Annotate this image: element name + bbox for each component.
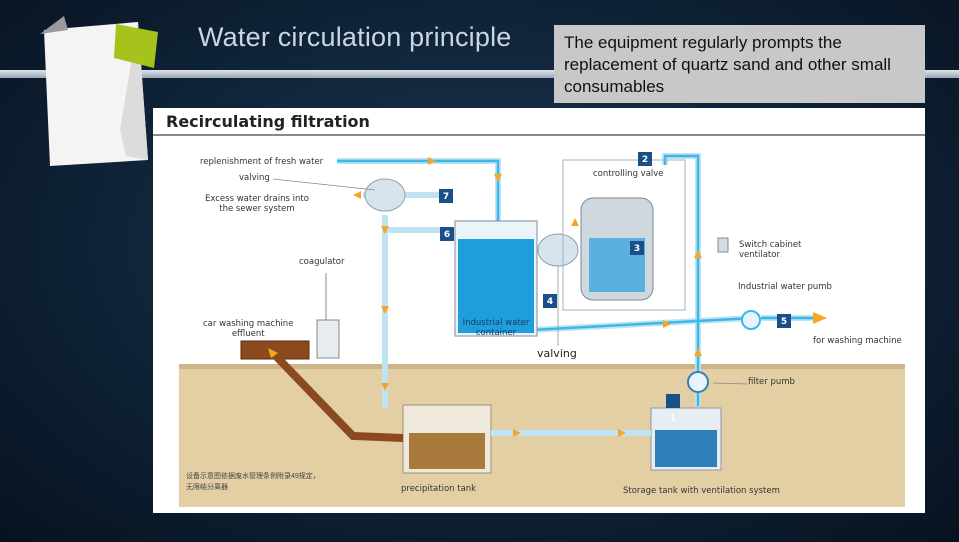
storage-tank-water (655, 430, 717, 467)
label-excess-water: Excess water drains into the sewer syste… (205, 194, 309, 214)
diagram-artwork: 1 2 3 4 5 6 7 (179, 152, 905, 507)
label-industrial-container: Industrial water container (462, 318, 530, 338)
heading-rule (153, 134, 925, 136)
step-badge-6: 6 (444, 230, 450, 240)
label-storage-tank: Storage tank with ventilation system (623, 486, 780, 496)
filter-housing-outline (562, 159, 686, 311)
valving-middle (537, 233, 579, 267)
label-washing-machine: for washing machine (813, 336, 902, 346)
step-badge-numbers: 1 2 3 4 5 6 7 (443, 155, 787, 424)
label-precipitation-tank: precipitation tank (401, 484, 477, 494)
label-controlling-valve: controlling valve (593, 169, 664, 179)
label-switch-cabinet: Switch cabinet ventilator (739, 240, 802, 260)
slide-header-band (0, 70, 959, 78)
step-badge-2: 2 (642, 155, 648, 165)
slide-title: Water circulation principle (198, 22, 512, 52)
step-badge-7: 7 (443, 192, 449, 202)
label-filter-pump: filter pumb (748, 377, 795, 387)
label-valving-top: valving (239, 173, 270, 183)
step-badge-3: 3 (634, 244, 640, 254)
diagram-heading: Recirculating filtration (166, 112, 370, 131)
valving-top (364, 178, 406, 212)
step-badge-5: 5 (781, 317, 787, 327)
step-badge-4: 4 (547, 297, 553, 307)
ground-surface (179, 364, 905, 369)
filter-pump (687, 371, 709, 393)
step-badges (439, 152, 791, 408)
industrial-container-water (458, 239, 534, 333)
switch-cabinet-icon (717, 237, 729, 253)
filtration-diagram: 1 2 3 4 5 6 7 Recirculating filtration r… (153, 108, 925, 513)
paper-note-decoration (40, 16, 158, 166)
coagulator-unit (316, 319, 340, 359)
precipitation-tank-sludge (409, 433, 485, 469)
label-fresh-water: replenishment of fresh water (200, 157, 324, 167)
footnote-regulation: 设备示意图依据废水管理条例附录49规定， 无限结分离器 (186, 473, 320, 491)
dirty-pipe (268, 348, 404, 442)
flow-arrows (268, 157, 827, 437)
label-industrial-pump: Industrial water pumb (738, 282, 832, 292)
label-effluent: car washing machine effluent (203, 319, 294, 339)
leader-lines (272, 178, 749, 385)
ground-layer (179, 367, 905, 507)
step-badge-1: 1 (670, 414, 676, 424)
label-coagulator: coagulator (299, 257, 345, 267)
label-valving-middle: valving (537, 347, 577, 360)
consumables-note: The equipment regularly prompts the repl… (554, 25, 925, 103)
industrial-pump (741, 310, 761, 330)
